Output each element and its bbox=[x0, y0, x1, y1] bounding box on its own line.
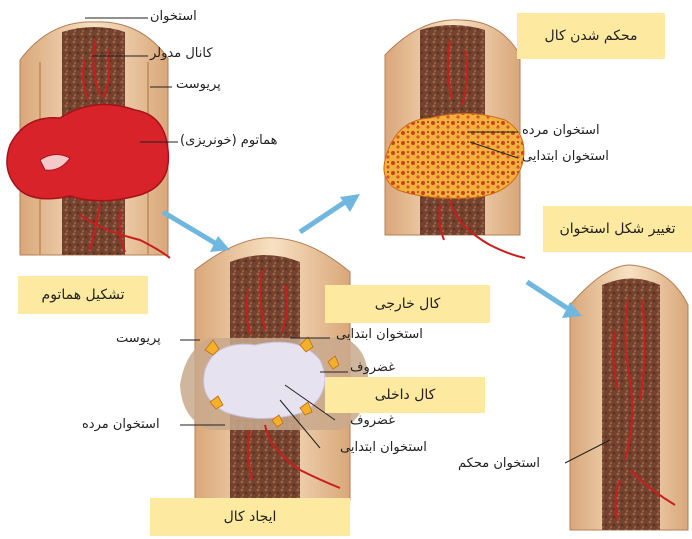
label-compact-bone: استخوان محکم bbox=[458, 456, 540, 471]
label-primary-bone-bottom: استخوان ابتدایی bbox=[340, 440, 427, 455]
label-cartilage-top: غضروف bbox=[350, 360, 395, 375]
panel-callus bbox=[180, 238, 368, 500]
label-cartilage-bottom: غضروف bbox=[350, 413, 395, 428]
label-primary-bone-consol: استخوان ابتدایی bbox=[522, 149, 609, 164]
remodel-marrow bbox=[602, 279, 660, 531]
arrow-callus-to-consolidation bbox=[300, 194, 360, 232]
spongy-callus bbox=[384, 113, 524, 198]
label-internal-callus: کال داخلی bbox=[325, 377, 485, 413]
arrow-hematoma-to-callus bbox=[163, 212, 230, 252]
title-hematoma-formation: تشکیل هماتوم bbox=[18, 276, 148, 314]
label-primary-bone-top: استخوان ابتدایی bbox=[336, 327, 423, 342]
label-periosteum-callus: پریوست bbox=[116, 331, 161, 346]
panel-remodeling bbox=[565, 265, 688, 530]
label-external-callus: کال خارجی bbox=[325, 285, 490, 323]
label-medullary-canal: کانال مدولر bbox=[150, 46, 213, 61]
title-bone-remodeling: تغییر شکل استخوان bbox=[543, 206, 692, 252]
label-dead-bone-callus: استخوان مرده bbox=[82, 417, 160, 432]
title-callus-consolidation: محکم شدن کال bbox=[517, 13, 665, 59]
label-periosteum: پریوست bbox=[176, 77, 221, 92]
label-bone: استخوان bbox=[150, 9, 197, 24]
arrow-consolidation-to-remodeling bbox=[527, 282, 582, 318]
label-dead-bone-consol: استخوان مرده bbox=[522, 123, 600, 138]
panel-consolidation bbox=[384, 20, 525, 258]
label-hematoma: هماتوم (خونریزی) bbox=[180, 133, 278, 148]
title-callus-formation: ایجاد کال bbox=[150, 498, 350, 536]
